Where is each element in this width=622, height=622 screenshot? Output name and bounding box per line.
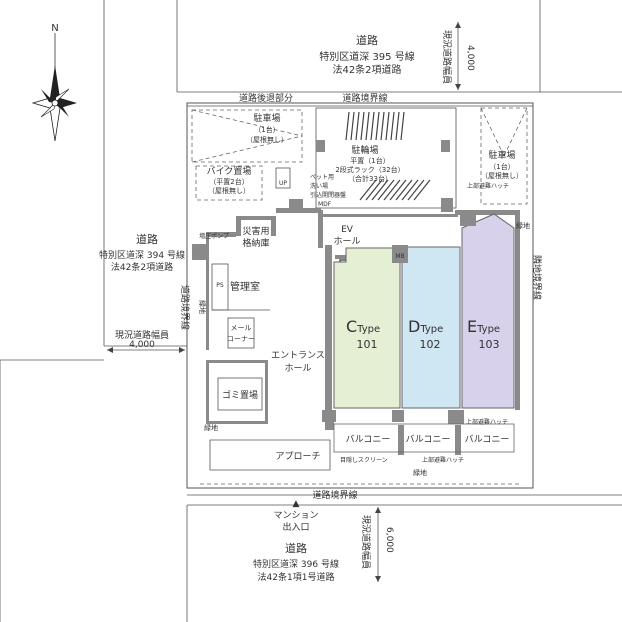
- building-walls: [206, 208, 520, 455]
- disaster-l2: 格納庫: [242, 237, 269, 249]
- south-boundary-label: 道路境界線: [312, 489, 357, 501]
- pump-label: 増圧ポンプ: [199, 232, 229, 240]
- road-west-width-value: 4,000: [129, 340, 155, 350]
- balcony-c: バルコニー: [346, 434, 391, 445]
- north-boundary-label: 道路境界線: [342, 92, 387, 104]
- unit-c-letter: C: [346, 317, 357, 336]
- parking-right-l1: （1台）: [489, 162, 514, 171]
- east-boundary-label: 隣地境界線: [531, 255, 543, 300]
- bicycle-parking: 駐輪場 平置（1台） 2段式ラック（32台） （合計33台）: [315, 107, 457, 212]
- greenery-southwest: 緑地: [204, 423, 218, 432]
- mb-label: MB: [395, 253, 404, 260]
- unit-d-letter: D: [408, 317, 420, 336]
- unit-e-type: Type: [476, 324, 500, 335]
- unit-c-type: Type: [356, 324, 380, 335]
- road-north-width-label: 現況道路幅員: [441, 30, 453, 84]
- bicycle-l2: 2段式ラック（32台）: [335, 165, 404, 174]
- mail-l1: メール: [231, 324, 252, 332]
- road-south-width-label: 現況道路幅員: [360, 515, 372, 569]
- road-west-line2: 法42条2項道路: [111, 261, 173, 273]
- balcony-e: バルコニー: [465, 434, 510, 445]
- evac-hatch-top: 上部避難ハッチ: [467, 182, 509, 190]
- bicycle-l1: 平置（1台）: [350, 156, 389, 165]
- unit-c-number: 101: [357, 338, 378, 351]
- approach-label: アプローチ: [275, 451, 320, 462]
- bike-l2: （屋根無し）: [208, 186, 250, 195]
- parking-right-name: 駐車場: [488, 149, 515, 161]
- entrance-hall-l2: ホール: [284, 363, 311, 374]
- disaster-l1: 災害用: [242, 225, 269, 237]
- road-south-line2: 法42条1項1号道路: [258, 571, 335, 583]
- parking-right: 駐車場 （1台） （屋根無し） 上部避難ハッチ: [467, 107, 528, 205]
- evac-hatch-south: 上部避難ハッチ: [422, 456, 464, 464]
- garbage-label: ゴミ置場: [222, 389, 258, 401]
- unit-e-letter: E: [467, 317, 477, 336]
- compass-rose-icon: [31, 33, 77, 142]
- mdf-label: MDF: [318, 201, 332, 208]
- up-label: UP: [279, 180, 287, 187]
- unit-d-type: Type: [419, 324, 443, 335]
- pet-l2: 洗い場: [310, 182, 328, 190]
- ev-hall-l1: EV: [341, 225, 354, 235]
- bike-parking: バイク置場 （平置2台） （屋根無し）: [195, 165, 263, 201]
- bike-l1: （平置2台）: [209, 177, 248, 186]
- entrance-marker-icon: ▲: [293, 499, 300, 509]
- road-north-line1: 特別区道深 395 号線: [319, 50, 414, 63]
- manager-label: 管理室: [230, 280, 260, 293]
- greenery-west: 緑地: [198, 300, 207, 314]
- setback-label: 道路後退部分: [239, 92, 293, 104]
- road-north-width-value: 4,000: [465, 45, 475, 71]
- balcony-d: バルコニー: [406, 434, 451, 445]
- parking-left-l2: （屋根無し）: [246, 135, 288, 144]
- door-label: 引込開閉器盤: [310, 191, 346, 199]
- road-north-line2: 法42条2項道路: [332, 63, 401, 76]
- entrance-line1: マンション: [273, 511, 318, 521]
- entrance-line2: 出入口: [282, 521, 309, 533]
- site-outline: [186, 102, 534, 489]
- unit-d-number: 102: [420, 338, 441, 351]
- ps-label: PS: [216, 282, 224, 289]
- svg-text:CType: CType: [346, 317, 380, 336]
- road-south-width-value: 6,000: [384, 527, 394, 553]
- road-north-title: 道路: [356, 33, 378, 47]
- parking-left-l1: （1台）: [254, 125, 279, 134]
- bike-name: バイク置場: [207, 165, 252, 177]
- bicycle-name: 駐輪場: [351, 144, 378, 156]
- bicycle-l3: （合計33台）: [348, 174, 392, 183]
- ev-hall-l2: ホール: [333, 236, 360, 247]
- entrance-hall-l1: エントランス: [271, 350, 325, 361]
- road-west: 道路 特別区道深 394 号線 法42条2項道路 現況道路幅員 4,000: [99, 232, 185, 353]
- mail-l2: コーナー: [227, 335, 255, 343]
- evac-hatch-bottom: 上部避難ハッチ: [466, 418, 508, 426]
- parking-left: 駐車場 （1台） （屋根無し）: [191, 109, 303, 163]
- svg-text:DType: DType: [408, 317, 443, 336]
- road-south-title: 道路: [285, 541, 307, 555]
- svg-text:EType: EType: [467, 317, 500, 336]
- road-west-width-label: 現況道路幅員: [115, 329, 169, 341]
- west-boundary-label: 道路境界線: [179, 285, 191, 330]
- parking-left-name: 駐車場: [253, 112, 280, 124]
- parking-right-l2: （屋根無し）: [481, 171, 523, 180]
- unit-e-number: 103: [479, 338, 500, 351]
- road-west-line1: 特別区道深 394 号線: [99, 249, 185, 261]
- pet-l1: ペット用: [310, 174, 334, 181]
- road-west-title: 道路: [136, 232, 158, 246]
- road-south: 道路 特別区道深 396 号線 法42条1項1号道路 現況道路幅員 6,000: [253, 507, 394, 583]
- screen-label: 目隠しスクリーン: [340, 456, 388, 464]
- unit-e: EType 103 緑地: [460, 212, 530, 409]
- greenery-south: 緑地: [413, 468, 427, 477]
- unit-c: CType 101: [333, 247, 401, 409]
- compass-north-label: N: [51, 23, 58, 34]
- road-south-line1: 特別区道深 396 号線: [253, 558, 339, 570]
- unit-d: MB DType 102: [392, 245, 461, 409]
- greenery-east: 緑地: [516, 221, 530, 230]
- road-north: 道路 特別区道深 395 号線 法42条2項道路 現況道路幅員 4,000: [319, 22, 475, 90]
